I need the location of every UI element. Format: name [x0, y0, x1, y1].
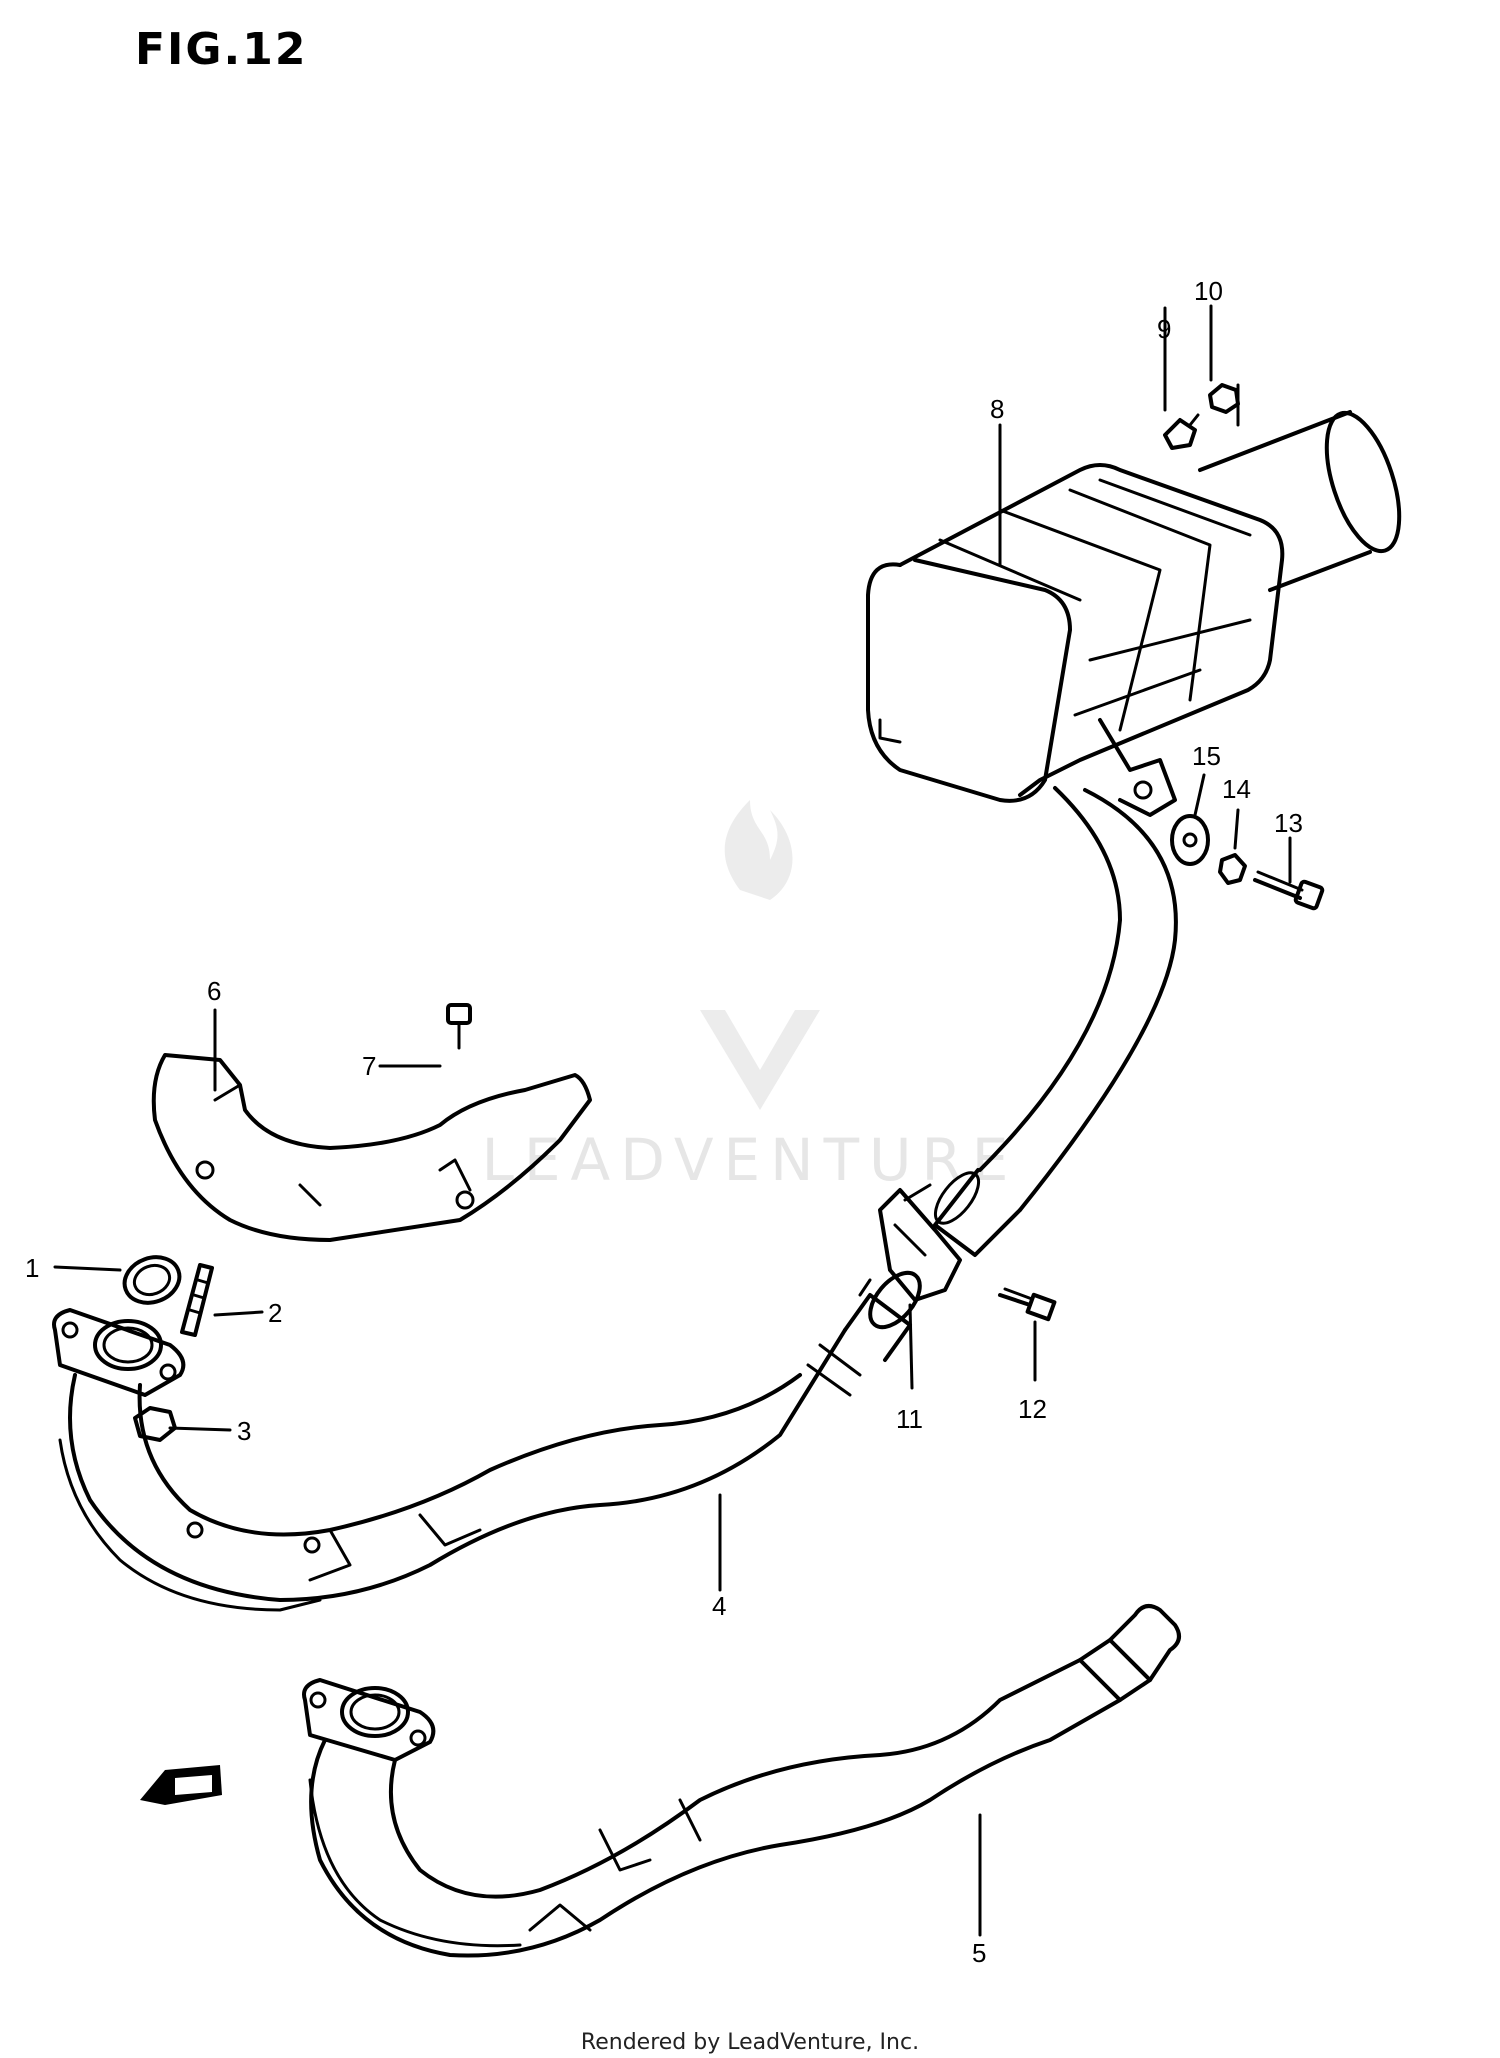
callout-3: 3	[237, 1416, 251, 1446]
watermark-logo: LEADVENTURE	[482, 800, 1019, 1194]
muffler-bolt-upper	[1163, 413, 1200, 450]
muffler-inlet-pipe	[933, 786, 1178, 1257]
callout-8: 8	[990, 394, 1004, 424]
muffler-nut	[1218, 853, 1247, 885]
callout-labels: 1 2 3 4 5 6 7 8 9 10 11 12 13 14 15	[25, 276, 1303, 1968]
callout-13: 13	[1274, 808, 1303, 838]
callout-4: 4	[712, 1591, 726, 1621]
callout-10: 10	[1194, 276, 1223, 306]
clamp-bolt	[998, 1287, 1057, 1322]
callout-1: 1	[25, 1253, 39, 1283]
muffler-washer	[1170, 814, 1210, 866]
figure-title: FIG.12	[135, 24, 308, 75]
footer-credit: Rendered by LeadVenture, Inc.	[580, 2030, 920, 2055]
exhaust-stud	[180, 1263, 214, 1337]
callout-11: 11	[896, 1404, 923, 1434]
muffler-nut-upper	[1208, 383, 1240, 414]
callout-15: 15	[1192, 741, 1221, 771]
leader-lines	[53, 304, 1292, 1937]
callout-14: 14	[1222, 774, 1251, 804]
front-arrow-icon	[140, 1765, 222, 1805]
muffler-mount-bolt	[1253, 870, 1325, 911]
callout-12: 12	[1018, 1394, 1047, 1424]
exhaust-pipe-front	[52, 1293, 912, 1612]
callout-9: 9	[1157, 314, 1171, 344]
watermark-text: LEADVENTURE	[482, 1126, 1019, 1194]
callout-2: 2	[268, 1298, 282, 1328]
heat-shield-bolt	[446, 1003, 472, 1050]
exhaust-pipe-rear	[302, 1604, 1181, 1958]
callout-6: 6	[207, 976, 221, 1006]
heat-shield	[151, 1053, 592, 1242]
callout-7: 7	[362, 1051, 376, 1081]
muffler	[866, 410, 1402, 817]
exhaust-gasket	[122, 1255, 182, 1305]
callout-5: 5	[972, 1938, 986, 1968]
